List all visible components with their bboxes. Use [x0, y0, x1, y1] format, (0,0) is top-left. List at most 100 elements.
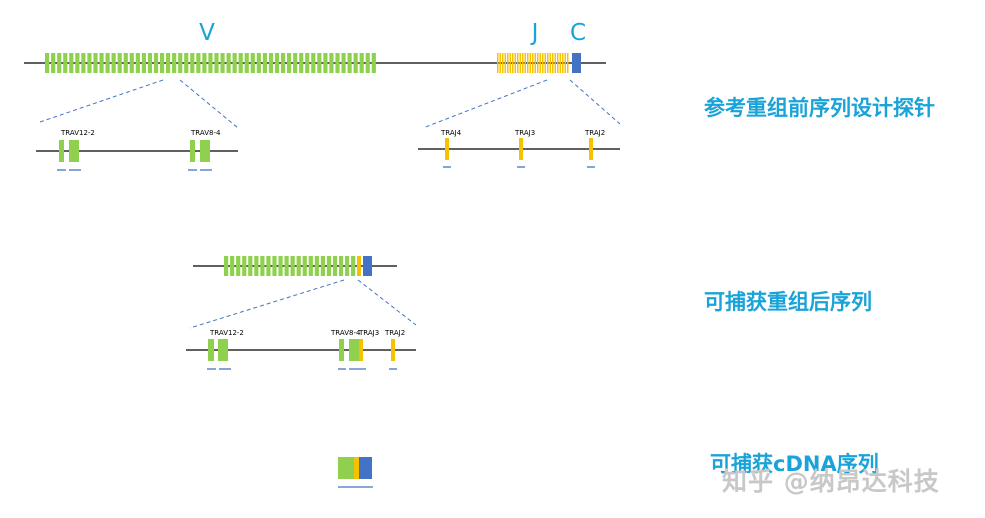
reference-v-segment-32: [232, 53, 237, 73]
reference-v-segment-43: [299, 53, 304, 73]
recombined-v-segment-22: [351, 256, 356, 276]
reference-v-segment-29: [214, 53, 219, 73]
reference-v-segment-26: [196, 53, 201, 73]
reference-j-segment-18: [539, 53, 541, 73]
recombined-v-segment-11: [284, 256, 289, 276]
reference-j-segment-15: [532, 53, 534, 73]
cdna-v-segment: [338, 457, 354, 479]
reference-v-segment-28: [208, 53, 213, 73]
trav8-4-exon-1: [190, 140, 195, 162]
reference-v-segment-20: [159, 53, 165, 73]
reference-v-segment-14: [123, 53, 128, 73]
recombined-v-segment-19: [332, 256, 338, 276]
rec-label-traj3: TRAJ3: [358, 329, 379, 337]
reference-c-segment: [572, 53, 581, 73]
reference-v-segment-7: [81, 53, 86, 73]
recombined-v-segment-15: [308, 256, 313, 276]
recombined-v-segment-18: [326, 256, 332, 276]
reference-v-segment-30: [220, 53, 225, 73]
reference-v-segment-54: [365, 53, 370, 73]
zoom-line-rec-right: [357, 279, 417, 326]
reference-v-segment-18: [147, 53, 153, 73]
reference-v-segment-12: [111, 53, 116, 73]
zoom-line-rec-left: [189, 279, 345, 329]
recombined-v-segment-12: [290, 256, 295, 276]
reference-v-segment-1: [45, 53, 50, 73]
gene-label-traj2: TRAJ2: [584, 129, 605, 137]
reference-v-segment-17: [141, 53, 146, 73]
recombined-v-segment-4: [242, 256, 247, 276]
reference-j-segment-11: [522, 53, 524, 73]
rec-traj3-segment: [359, 339, 363, 361]
reference-v-segment-50: [341, 53, 346, 73]
reference-j-segment-12: [524, 53, 526, 73]
zoom-line-v-left: [39, 79, 164, 123]
zoom-line-v-right: [179, 79, 239, 129]
traj3-segment: [519, 138, 523, 160]
reference-v-segment-6: [75, 53, 80, 73]
reference-v-segment-13: [117, 53, 122, 73]
reference-v-segment-45: [311, 53, 316, 73]
rec-trav8-4-exon-2: [349, 339, 359, 361]
recombined-v-segment-16: [314, 256, 319, 276]
reference-v-segment-35: [250, 53, 255, 73]
trav8-4-exon-2: [200, 140, 210, 162]
reference-j-segment-13: [527, 53, 529, 73]
reference-j-segment-5: [507, 53, 509, 73]
reference-locus: V J C: [24, 20, 606, 73]
c-label: C: [570, 20, 586, 46]
recombined-v-segment-14: [302, 256, 307, 276]
gene-label-traj3: TRAJ3: [514, 129, 535, 137]
zoom-line-j-right: [569, 79, 621, 125]
reference-j-segment-1: [497, 53, 499, 73]
reference-j-segment-10: [519, 53, 521, 73]
reference-j-segment-3: [502, 53, 504, 73]
caption-capture-recombined: 可捕获重组后序列: [704, 290, 872, 314]
reference-j-segment-23: [552, 53, 554, 73]
recombined-v-segment-17: [320, 256, 325, 276]
reference-j-segment-7: [512, 53, 514, 73]
reference-j-segment-9: [517, 53, 519, 73]
recombined-locus: [193, 256, 397, 276]
v-zoom-detail: TRAV12-2 TRAV8-4: [36, 129, 238, 171]
cdna-molecule: [338, 457, 373, 488]
rec-trav8-4-exon-1: [339, 339, 344, 361]
reference-v-segment-4: [63, 53, 68, 73]
reference-v-segment-46: [317, 53, 322, 73]
recombined-v-segment-20: [338, 256, 344, 276]
reference-j-segment-2: [499, 53, 501, 73]
reference-v-segment-48: [329, 53, 334, 73]
recombined-v-segment-13: [296, 256, 301, 276]
v-label: V: [199, 20, 215, 46]
reference-j-segment-25: [557, 53, 559, 73]
reference-v-segment-2: [51, 53, 56, 73]
reference-j-segment-28: [564, 53, 566, 73]
reference-v-segment-41: [287, 53, 292, 73]
reference-j-segment-20: [544, 53, 546, 73]
trav12-2-exon-2: [69, 140, 79, 162]
recombined-v-segment-21: [345, 256, 350, 276]
reference-v-segment-47: [323, 53, 328, 73]
reference-v-segment-39: [274, 53, 280, 73]
reference-j-segment-21: [547, 53, 549, 73]
reference-v-segments: [45, 53, 376, 73]
reference-v-segment-36: [256, 53, 261, 73]
reference-v-segment-19: [153, 53, 159, 73]
reference-j-segment-8: [514, 53, 516, 73]
j-label: J: [530, 20, 539, 46]
cdna-c-segment: [359, 457, 372, 479]
reference-v-segment-8: [87, 53, 92, 73]
reference-j-segment-17: [537, 53, 539, 73]
reference-v-segment-52: [353, 53, 358, 73]
reference-v-segment-34: [244, 53, 249, 73]
reference-v-segment-3: [57, 53, 62, 73]
reference-v-segment-44: [305, 53, 310, 73]
recombined-v-segment-10: [278, 256, 283, 276]
reference-j-segment-4: [504, 53, 506, 73]
rec-trav12-2-exon-1: [208, 339, 214, 361]
recombined-zoom-detail: TRAV12-2 TRAV8-4 TRAJ3 TRAJ2: [186, 329, 416, 370]
rec-trav12-2-exon-2: [218, 339, 228, 361]
reference-v-segment-25: [190, 53, 195, 73]
caption-probe-design: 参考重组前序列设计探针: [704, 96, 935, 120]
reference-j-segment-6: [509, 53, 511, 73]
